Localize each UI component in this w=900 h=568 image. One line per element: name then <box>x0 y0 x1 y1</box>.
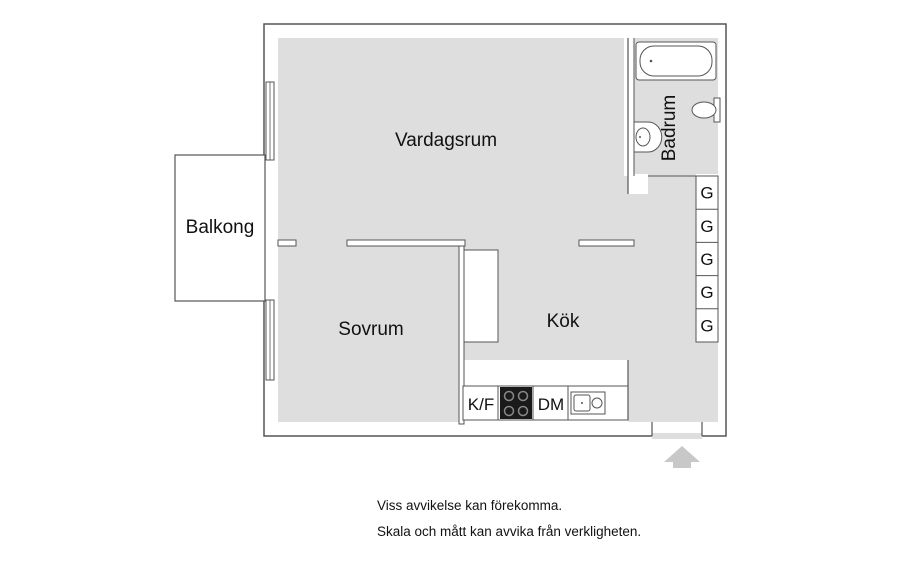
wardrobe-column <box>695 175 719 343</box>
disclaimer: Viss avvikelse kan förekomma. Skala och … <box>377 496 857 548</box>
label-living-room: Vardagsrum <box>395 130 497 151</box>
partition-left <box>277 239 297 247</box>
wardrobe-label: G <box>700 283 713 302</box>
wardrobe-label: G <box>700 250 713 269</box>
bathtub-icon <box>635 41 717 81</box>
label-bathroom: Badrum <box>659 95 680 162</box>
sink-icon <box>570 391 606 415</box>
kitchen-island <box>463 249 499 343</box>
label-balcony: Balkong <box>186 217 255 238</box>
label-fridge-freezer: K/F <box>468 395 494 414</box>
entrance-arrow-icon <box>664 446 700 468</box>
balcony-area <box>174 154 266 302</box>
label-bedroom: Sovrum <box>338 319 403 340</box>
living-room-floor <box>278 38 718 422</box>
partition-kitchen <box>578 239 635 247</box>
wardrobe-label: G <box>700 316 713 335</box>
bedroom-floor <box>278 250 459 422</box>
stove-icon <box>500 387 532 419</box>
wardrobe-label: G <box>700 217 713 236</box>
wardrobe-label: G <box>700 184 713 203</box>
partition-bedroom <box>346 239 466 247</box>
disclaimer-line-1: Viss avvikelse kan förekomma. <box>377 498 563 513</box>
washbasin-icon <box>633 121 663 153</box>
entrance-opening <box>652 433 702 439</box>
disclaimer-line-2: Skala och mått kan avvika från verklighe… <box>377 524 642 539</box>
toilet-icon <box>691 97 721 123</box>
label-kitchen: Kök <box>547 311 580 332</box>
label-dishwasher: DM <box>538 395 564 414</box>
